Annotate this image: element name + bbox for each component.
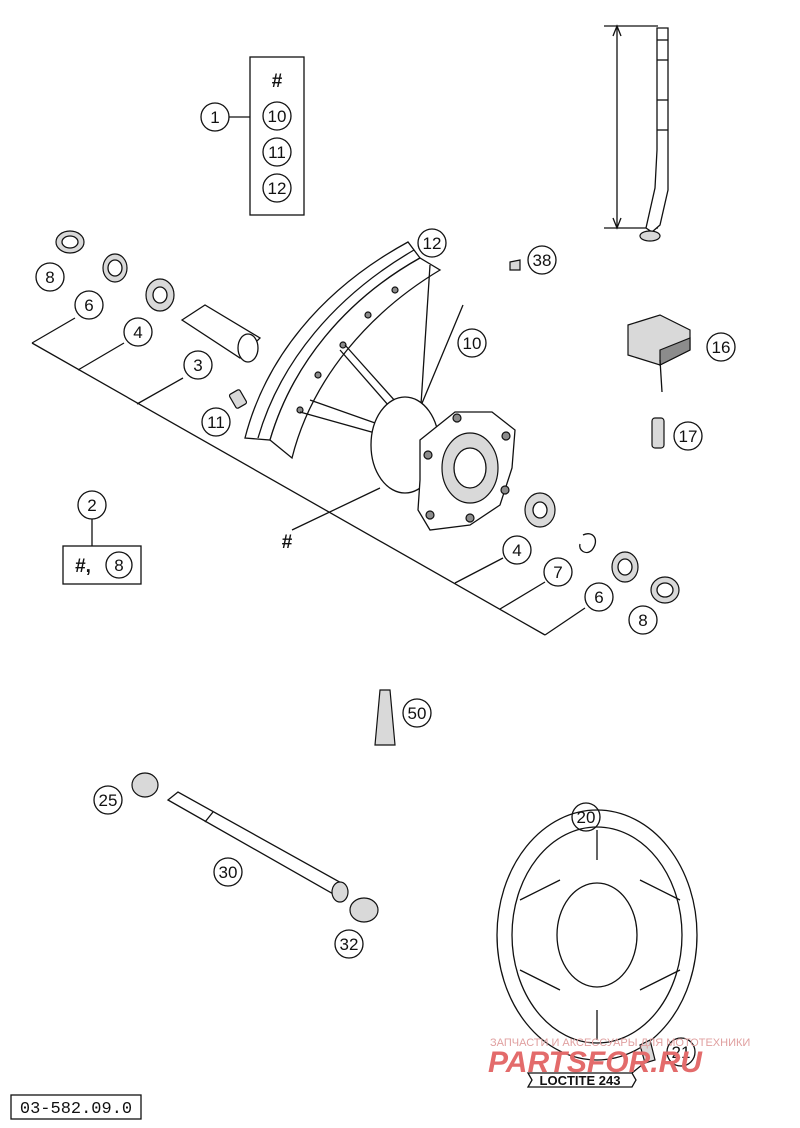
label-32: 32 <box>340 935 359 954</box>
label-16: 16 <box>712 338 731 357</box>
kit-2-group: 2 #, 8 <box>62 490 142 585</box>
svg-text:PARTSFOR.RU: PARTSFOR.RU <box>488 1046 703 1079</box>
svg-text:11: 11 <box>268 143 286 162</box>
kit-1-hash: # <box>272 71 283 92</box>
nipple-drawing <box>509 259 521 271</box>
label-6-right: 6 <box>594 588 603 607</box>
rim-drawing <box>244 241 442 460</box>
label-4-right: 4 <box>512 541 521 560</box>
label-30: 30 <box>219 863 238 882</box>
label-38: 38 <box>533 251 552 270</box>
watermark: ЗАПЧАСТИ И АКСЕССУАРЫ ДЛЯ МОТОТЕХНИКИ PA… <box>488 1037 750 1079</box>
assembly-leader-lines <box>31 317 586 636</box>
valve-parts <box>627 314 691 449</box>
svg-text:LOCTITE 243: LOCTITE 243 <box>540 1073 621 1088</box>
label-2: 2 <box>87 496 96 515</box>
axle-parts <box>131 772 379 923</box>
svg-text:ЗАПЧАСТИ И АКСЕССУАРЫ ДЛЯ МОТО: ЗАПЧАСТИ И АКСЕССУАРЫ ДЛЯ МОТОТЕХНИКИ <box>490 1037 750 1049</box>
label-10: 10 <box>463 334 482 353</box>
svg-text:#,: #, <box>75 556 91 577</box>
label-8-right: 8 <box>638 611 647 630</box>
label-25: 25 <box>99 791 118 810</box>
svg-text:8: 8 <box>114 556 123 575</box>
kit-1-group: # 10 11 12 1 <box>200 56 305 216</box>
label-6-left: 6 <box>84 296 93 315</box>
callout-labels: 12 38 10 16 17 8 6 4 3 11 4 7 6 8 50 25 … <box>35 228 736 1067</box>
brake-disc-drawing <box>496 809 698 1064</box>
right-bearing-stack <box>524 492 680 604</box>
loctite-note: LOCTITE 243 <box>526 1059 649 1088</box>
label-3: 3 <box>193 356 202 375</box>
label-21: 21 <box>672 1043 691 1062</box>
part-code-box: 03-582.09.0 <box>10 1094 142 1120</box>
part-code: 03-582.09.0 <box>20 1100 132 1119</box>
svg-text:10: 10 <box>268 107 287 126</box>
label-20: 20 <box>577 808 596 827</box>
label-11: 11 <box>207 413 225 432</box>
label-4-left: 4 <box>133 323 142 342</box>
label-12: 12 <box>423 234 442 253</box>
svg-text:12: 12 <box>268 179 287 198</box>
label-7: 7 <box>553 563 562 582</box>
label-1: 1 <box>210 108 219 127</box>
hub-hash: # <box>282 532 293 553</box>
grease-tube-drawing <box>374 689 396 746</box>
label-50: 50 <box>408 704 427 723</box>
label-8-left: 8 <box>45 268 54 287</box>
label-17: 17 <box>679 427 698 446</box>
spoke-drawing <box>604 24 669 242</box>
left-bearing-stack <box>55 230 262 409</box>
hub-drawing <box>370 396 516 531</box>
